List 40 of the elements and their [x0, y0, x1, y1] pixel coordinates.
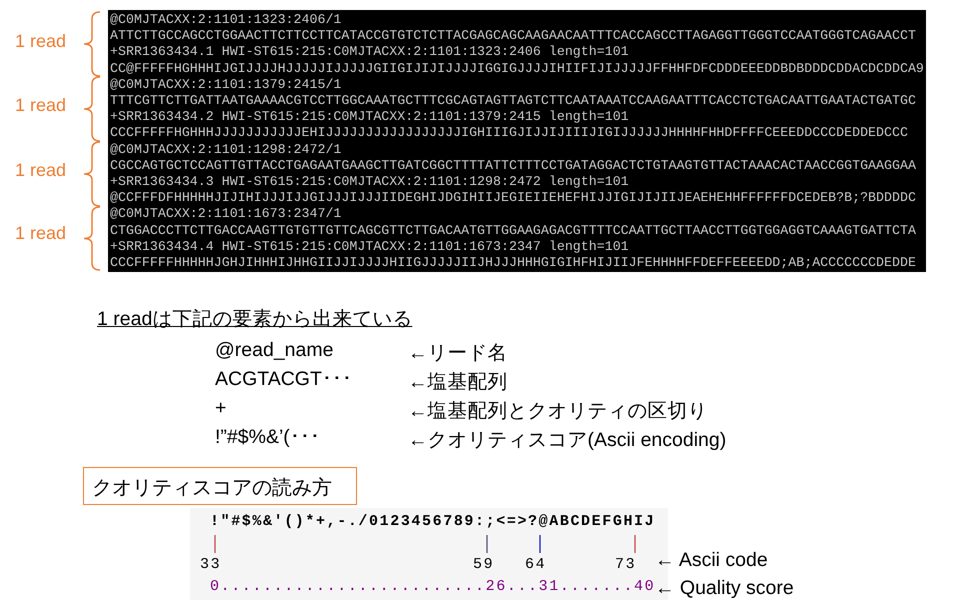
- ascii-code-value: 59: [473, 556, 494, 573]
- code-line: @CCFFFDFHHHHHJIJIHIJJJIJJGIJJJIJJJIIDEGHIJDGIHIIJEGIEIIEHEFHIJJIGIJIJIIJEAEHEHHFFFFFFDCEDEB?B;?BDDDDC: [110, 190, 916, 206]
- code-line: @C0MJTACXX:2:1101:1673:2347/1: [110, 206, 342, 222]
- code-line: +SRR1363434.1 HWI-ST615:215:C0MJTACXX:2:1101:1323:2406 length=101: [110, 44, 629, 60]
- code-line: +SRR1363434.4 HWI-ST615:215:C0MJTACXX:2:1101:1673:2347 length=101: [110, 238, 629, 255]
- ascii-characters: !"#$%&'()*+,-./0123456789:;<=>?@ABCDEFGHIJ: [210, 513, 656, 530]
- element-note: ←塩基配列とクオリティの区切り: [408, 399, 708, 424]
- ascii-code-value: 73: [615, 556, 636, 573]
- element-name: !”#$%&’(･･･: [215, 426, 320, 449]
- axis-note: ← Ascii code: [655, 549, 768, 572]
- heading-box: [83, 467, 357, 505]
- element-note: ←リード名: [408, 341, 508, 366]
- code-line: +SRR1363434.3 HWI-ST615:215:C0MJTACXX:2:1101:1298:2472 length=101: [110, 174, 629, 190]
- code-line: ATTCTTGCCAGCCTGGAACTTCTTCCTTCATACCGTGTCTCTTACGAGCAGCAAGAACAATTTCACCAGCCTTAGAGGTTGGGTCCAATGGGTCAGAACCT: [110, 28, 916, 44]
- ascii-code-value: 64: [525, 556, 546, 573]
- element-name: ACGTACGT･･･: [215, 368, 352, 391]
- section-heading: 1 readは下記の要素から出来ている: [97, 307, 412, 332]
- code-line: +SRR1363434.2 HWI-ST615:215:C0MJTACXX:2:1101:1379:2415 length=101: [110, 109, 629, 126]
- element-note: ←塩基配列: [408, 370, 508, 395]
- read-label: 1 read: [15, 223, 66, 244]
- code-line: CCCFFFFFHGHHHJJJJJJJJJJJEHIJJJJJJJJJJJJJJJJJIGHIIIGJIJJIJIIIJIGIJJJJJJHHHHFHHDFFFFCEEEDDCCCDEDDEDCCC: [110, 125, 908, 142]
- code-line: TTTCGTTCTTGATTAATGAAAACGTCCTTGGCAAATGCTTTCGCAGTAGTTAGTCTTCAATAAATCCAAGAATTTCACCTCTGACAATTGAATACTGATGC: [110, 93, 916, 109]
- terminal-window: [108, 10, 926, 272]
- code-line: CCCFFFFFHHHHHJGHJIHHHIJHHGIIJJIJJJJHIIGJJJJJIIJHJJJHHHGIGIHFHIJIIJFEHHHHFFDEFFEEEEDD;AB;ACCCCCCCDEDDE: [110, 255, 916, 271]
- element-name: @read_name: [215, 339, 334, 362]
- code-line: @C0MJTACXX:2:1101:1298:2472/1: [110, 142, 342, 158]
- code-line: @C0MJTACXX:2:1101:1323:2406/1: [110, 12, 342, 28]
- quality-score-row: 0.........................26...31.......40: [210, 578, 656, 595]
- element-note: ←クオリティスコア(Ascii encoding): [408, 428, 726, 453]
- read-label: 1 read: [15, 95, 66, 116]
- code-line: CTGGACCCTTCTTGACCAAGTTGTGTTGTTCAGCGTTCTTGACAATGTTGGAAGAGACGTTTTCCAATTGCTTAACCTTGGTGGAGGTCAAAGTGATTCTA: [110, 222, 916, 239]
- ascii-code-value: 33: [200, 556, 222, 573]
- code-line: CGCCAGTGCTCCAGTTGTTACCTGAGAATGAAGCTTGATCGGCTTTTATTCTTTCCTGATAGGACTCTGTAAGTGTTACTAAACACTAACCGGTGAAGGAA: [110, 158, 916, 174]
- read-label: 1 read: [15, 31, 66, 52]
- heading-text: クオリティスコアの読み方: [92, 476, 332, 501]
- axis-note: ← Quality score: [655, 577, 794, 600]
- code-line: @C0MJTACXX:2:1101:1379:2415/1: [110, 76, 342, 93]
- element-name: +: [215, 397, 226, 420]
- code-line: CC@FFFFFHGHHHIJGIJJJJHJJJJJIJJJJJGIIGIJIJIJJJJIGGIGJJJJIHIIFIJIJJJJJFFHHFDFCDDDEEEDDBDBDDDCDDACDCDDCA9: [110, 60, 924, 77]
- read-label: 1 read: [15, 160, 66, 181]
